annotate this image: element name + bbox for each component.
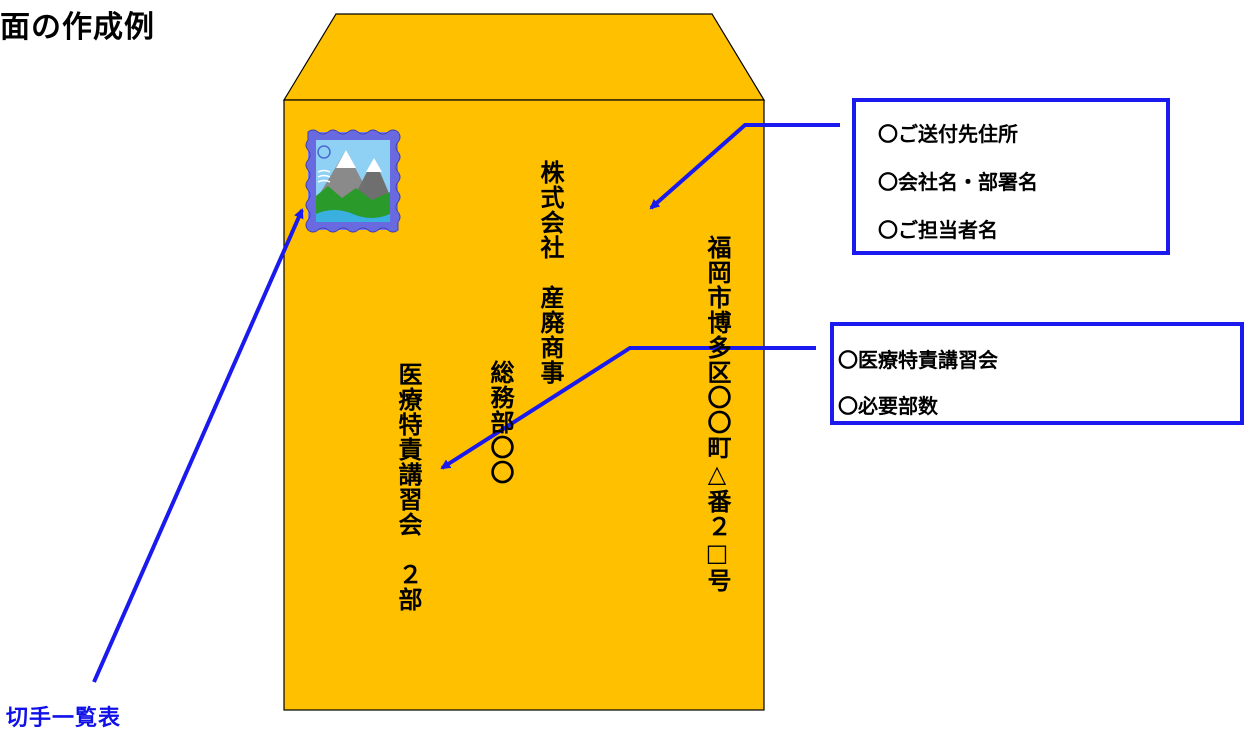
- envelope-request: 医療特責講習会 ２部: [394, 362, 422, 612]
- arrow-address: [649, 123, 840, 210]
- page-title: 面の作成例: [0, 10, 155, 45]
- envelope-flap: [282, 13, 766, 101]
- callout-line-copies: 〇必要部数: [838, 394, 938, 418]
- stamp-icon: [305, 129, 401, 233]
- callout-line-contact: 〇ご担当者名: [878, 218, 998, 242]
- envelope-company: 株式会社 産廃商事: [536, 160, 564, 385]
- callout-line-course: 〇医療特責講習会: [838, 348, 998, 372]
- stamp-list-link[interactable]: 切手一覧表: [6, 706, 122, 731]
- arrow-stamp: [92, 208, 304, 683]
- callout-recipient-info: 〇ご送付先住所 〇会社名・部署名 〇ご担当者名: [852, 98, 1170, 255]
- callout-request-info: 〇医療特責講習会 〇必要部数: [830, 322, 1244, 425]
- envelope-address: 福岡市博多区〇〇町△番２□号: [703, 235, 731, 593]
- envelope-department: 総務部〇〇: [486, 360, 514, 485]
- callout-line-address: 〇ご送付先住所: [878, 122, 1018, 146]
- callout-line-company: 〇会社名・部署名: [878, 170, 1038, 194]
- arrow-request: [440, 346, 816, 470]
